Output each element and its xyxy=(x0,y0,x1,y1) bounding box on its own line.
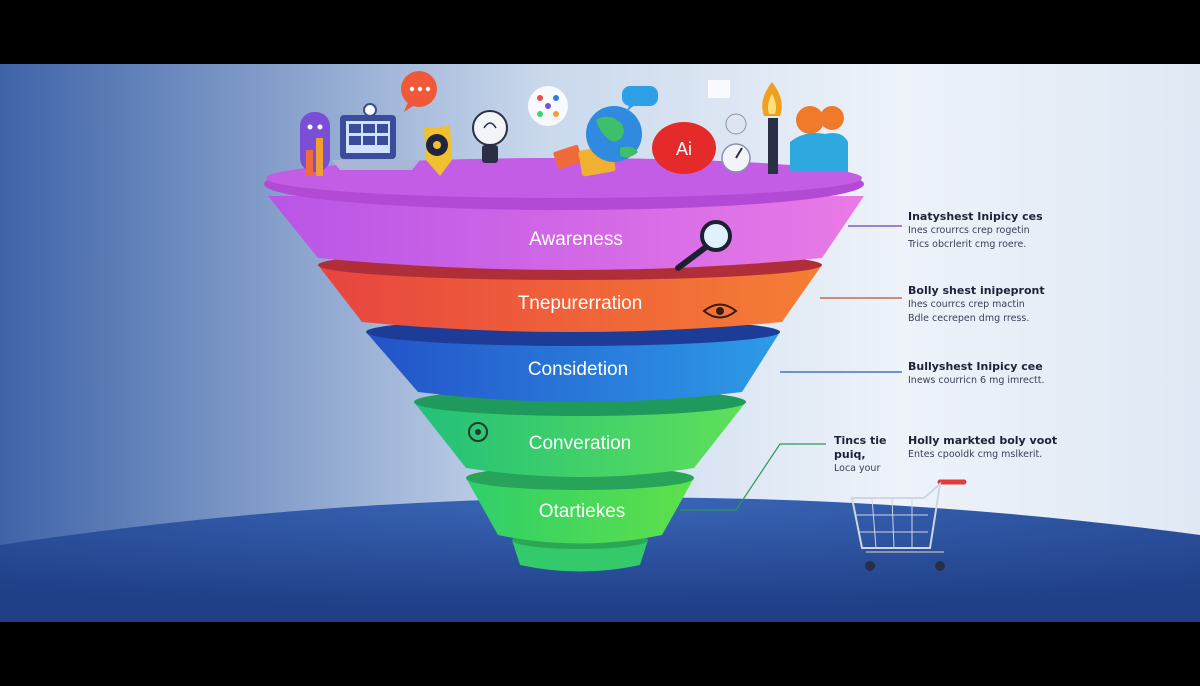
annotation-note-3: Bullyshest Inipicy cee Inews courricn 6 … xyxy=(908,360,1058,388)
magnifier-icon xyxy=(675,220,732,271)
funnel-stage-awareness: Awareness xyxy=(264,158,864,271)
people-icon xyxy=(790,106,848,172)
note-line: Ihes courrcs crep mactin xyxy=(908,299,1025,310)
note-heading: Bolly shest inipepront xyxy=(908,284,1045,297)
annotation-note-1: Inatyshest Inipicy ces Ines crourrcs cre… xyxy=(908,210,1058,252)
note-line: Inews courricn 6 mg imrectt. xyxy=(908,375,1045,386)
note-line: Loca your xyxy=(834,463,881,474)
annotation-note-side: Tincs tie puiq, Loca your xyxy=(834,434,906,476)
stage-label: Tnepurerration xyxy=(518,293,643,314)
stage-label: Converation xyxy=(529,433,631,454)
shopping-cart-icon xyxy=(850,479,967,571)
top-frame-bar xyxy=(0,0,1200,64)
target-icon xyxy=(468,422,488,442)
stage-label: Awareness xyxy=(529,229,623,250)
connector-line xyxy=(680,443,826,511)
connectors xyxy=(680,225,902,511)
note-heading: Holly markted boly voot xyxy=(908,434,1058,447)
purple-character-icon xyxy=(300,112,330,172)
note-heading: Inatyshest Inipicy ces xyxy=(908,210,1043,223)
globe-icon xyxy=(586,86,658,162)
note-line: Trics obcrlerit cmg roere. xyxy=(908,239,1027,250)
lightbulb-icon xyxy=(472,110,508,163)
megaphone-badge-icon xyxy=(424,126,452,176)
chat-bubble-icon xyxy=(401,71,437,112)
note-heading: Bullyshest Inipicy cee xyxy=(908,360,1043,373)
annotation-note-2: Bolly shest inipepront Ihes courrcs crep… xyxy=(908,284,1058,326)
network-icon xyxy=(528,86,568,126)
dashboard-icon xyxy=(708,80,751,173)
svg-text:Ai: Ai xyxy=(676,139,692,159)
note-line: Ines crourrcs crep rogetin xyxy=(908,225,1030,236)
bottom-frame-bar xyxy=(0,622,1200,686)
note-heading: Tincs tie puiq, xyxy=(834,434,887,461)
torch-icon xyxy=(762,82,782,174)
annotation-note-4: Holly markted boly voot Entes cpooldk cm… xyxy=(908,434,1058,462)
note-line: Bdle cecrepen dmg rress. xyxy=(908,313,1030,324)
ai-badge-icon: Ai xyxy=(652,122,716,174)
stage-label: Considetion xyxy=(528,359,628,380)
note-line: Entes cpooldk cmg mslkerit. xyxy=(908,449,1043,460)
bar-chart-icon xyxy=(306,138,323,176)
laptop-icon xyxy=(332,103,420,170)
top-icons: Ai xyxy=(300,71,848,177)
eye-icon xyxy=(702,303,738,319)
stage-label: Otartiekes xyxy=(539,501,626,522)
